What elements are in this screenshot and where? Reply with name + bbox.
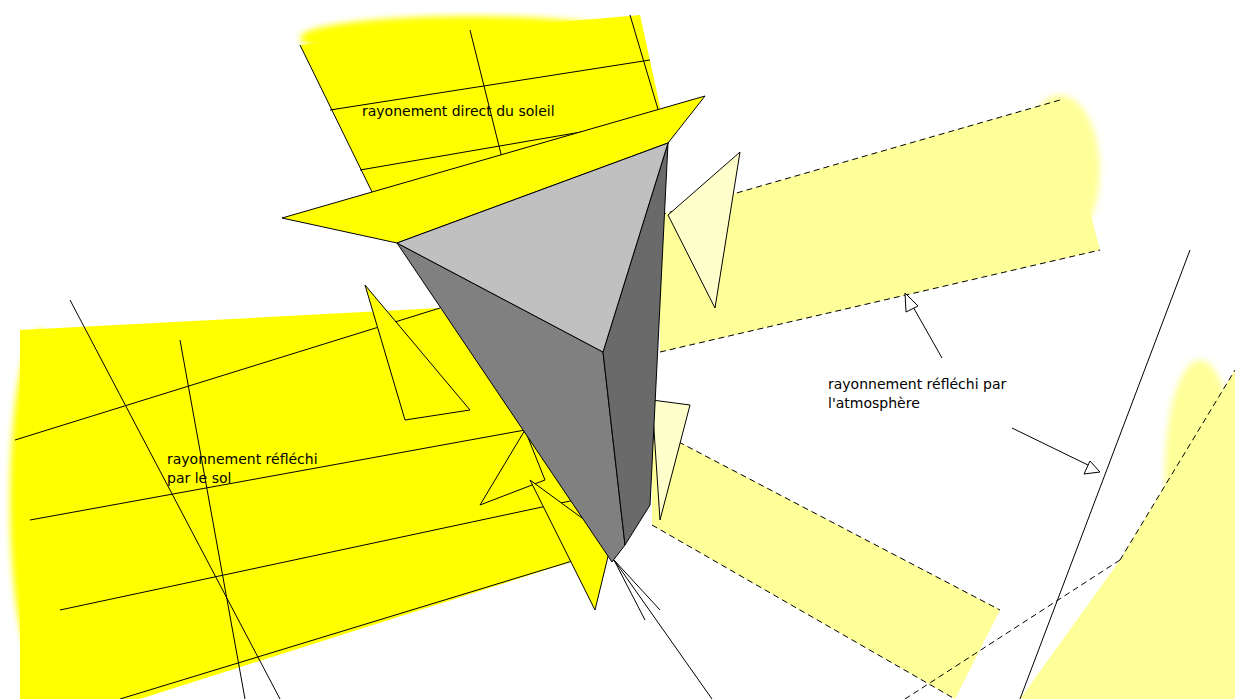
- prism: [397, 143, 712, 699]
- radiation-label: rayonnement réfléchi par l'atmosphère: [828, 375, 1053, 413]
- atmosphere-bands: [652, 95, 1235, 699]
- radiation-label: rayonement direct du soleil: [362, 102, 562, 121]
- radiation-label: rayonnement réfléchi par le sol: [167, 450, 337, 488]
